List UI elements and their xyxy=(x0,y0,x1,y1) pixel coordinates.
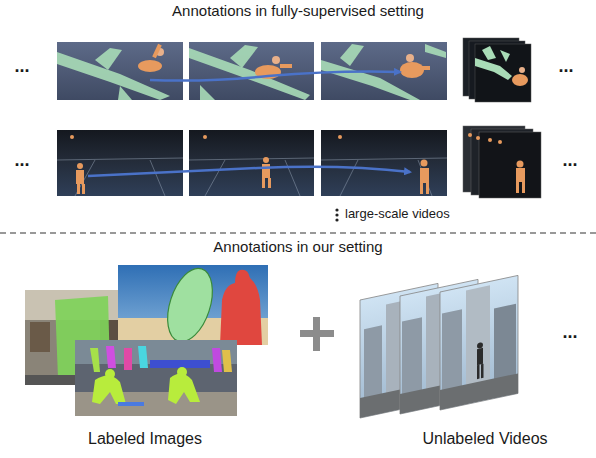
plus-sign xyxy=(300,317,334,351)
caption: Labeled Images xyxy=(88,430,202,448)
ellipsis: ... xyxy=(558,56,573,77)
ellipsis: ... xyxy=(562,150,577,171)
heading: Annotations in fully-supervised setting xyxy=(172,2,424,19)
caption: large-scale videos xyxy=(345,207,450,222)
vertical-ellipsis xyxy=(335,208,338,221)
mask-stack-2 xyxy=(463,126,541,198)
video-row-2 xyxy=(57,130,447,196)
caption: Unlabeled Videos xyxy=(422,430,547,448)
ellipsis: ... xyxy=(14,150,29,171)
mask-stack-1 xyxy=(463,38,531,102)
ellipsis: ... xyxy=(14,56,29,77)
dashed-separator xyxy=(0,232,596,233)
video-row-1 xyxy=(57,42,447,100)
ellipsis: ... xyxy=(562,322,577,343)
labeled-images xyxy=(25,263,268,416)
heading: Annotations in our setting xyxy=(213,238,382,255)
unlabeled-videos xyxy=(360,275,518,418)
